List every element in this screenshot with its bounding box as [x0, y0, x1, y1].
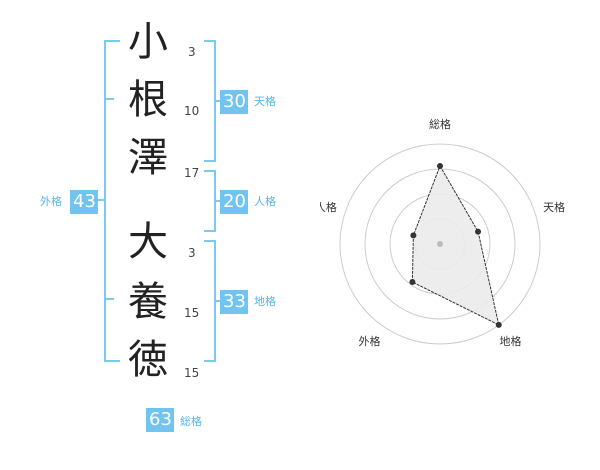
kanji-2: 根 [128, 77, 168, 123]
tenkaku-bracket-tick [216, 100, 222, 102]
gaikaku-bracket-tick [98, 199, 106, 201]
soukaku-label: 総格 [180, 415, 202, 428]
jinkaku-bracket-tick [216, 200, 222, 202]
radar-axis-label-4: 外格 [358, 334, 380, 348]
jinkaku-label: 人格 [254, 195, 276, 208]
stroke-count-1: 3 [188, 45, 196, 59]
tenkaku-bracket [204, 40, 216, 162]
jinkaku-bracket [204, 170, 216, 232]
tenkaku-label: 天格 [254, 95, 276, 108]
radar-axis-label-1: 総格 [429, 117, 451, 131]
radar-center-dot [437, 241, 443, 247]
chikaku-bracket-tick [216, 300, 222, 302]
stroke-count-5: 15 [184, 306, 200, 320]
gaikaku-value: 43 [70, 190, 98, 214]
stroke-count-4: 3 [188, 246, 196, 260]
soukaku-value: 63 [146, 408, 174, 432]
radar-series-polygon [411, 164, 500, 326]
bracket-tick-5 [104, 298, 114, 300]
kanji-3: 澤 [128, 135, 168, 181]
radar-axis-label-2: 天格 [543, 200, 565, 214]
chikaku-value: 33 [220, 290, 248, 314]
stroke-count-6: 15 [184, 366, 200, 380]
stroke-count-3: 17 [184, 166, 200, 180]
gaikaku-bracket [104, 40, 120, 362]
bracket-tick-2 [104, 98, 114, 100]
gaikaku-label: 外格 [40, 195, 62, 208]
kanji-4: 大 [128, 219, 168, 265]
radar-point-1 [437, 163, 443, 169]
radar-grid-ring-4 [339, 143, 541, 345]
jinkaku-value: 20 [220, 190, 248, 214]
radar-point-3 [495, 321, 502, 328]
radar-point-2 [475, 228, 482, 235]
stroke-count-2: 10 [184, 104, 200, 118]
radar-axis-label-3: 地格 [500, 334, 522, 348]
chikaku-bracket [204, 240, 216, 362]
kanji-6: 徳 [128, 337, 168, 383]
radar-axis-label-5: 人格 [320, 200, 337, 214]
kanji-5: 養 [128, 279, 168, 325]
chikaku-label: 地格 [254, 295, 276, 308]
radar-point-5 [410, 232, 417, 239]
tenkaku-value: 30 [220, 90, 248, 114]
kanji-1: 小 [128, 19, 168, 65]
radar-point-4 [409, 279, 416, 286]
